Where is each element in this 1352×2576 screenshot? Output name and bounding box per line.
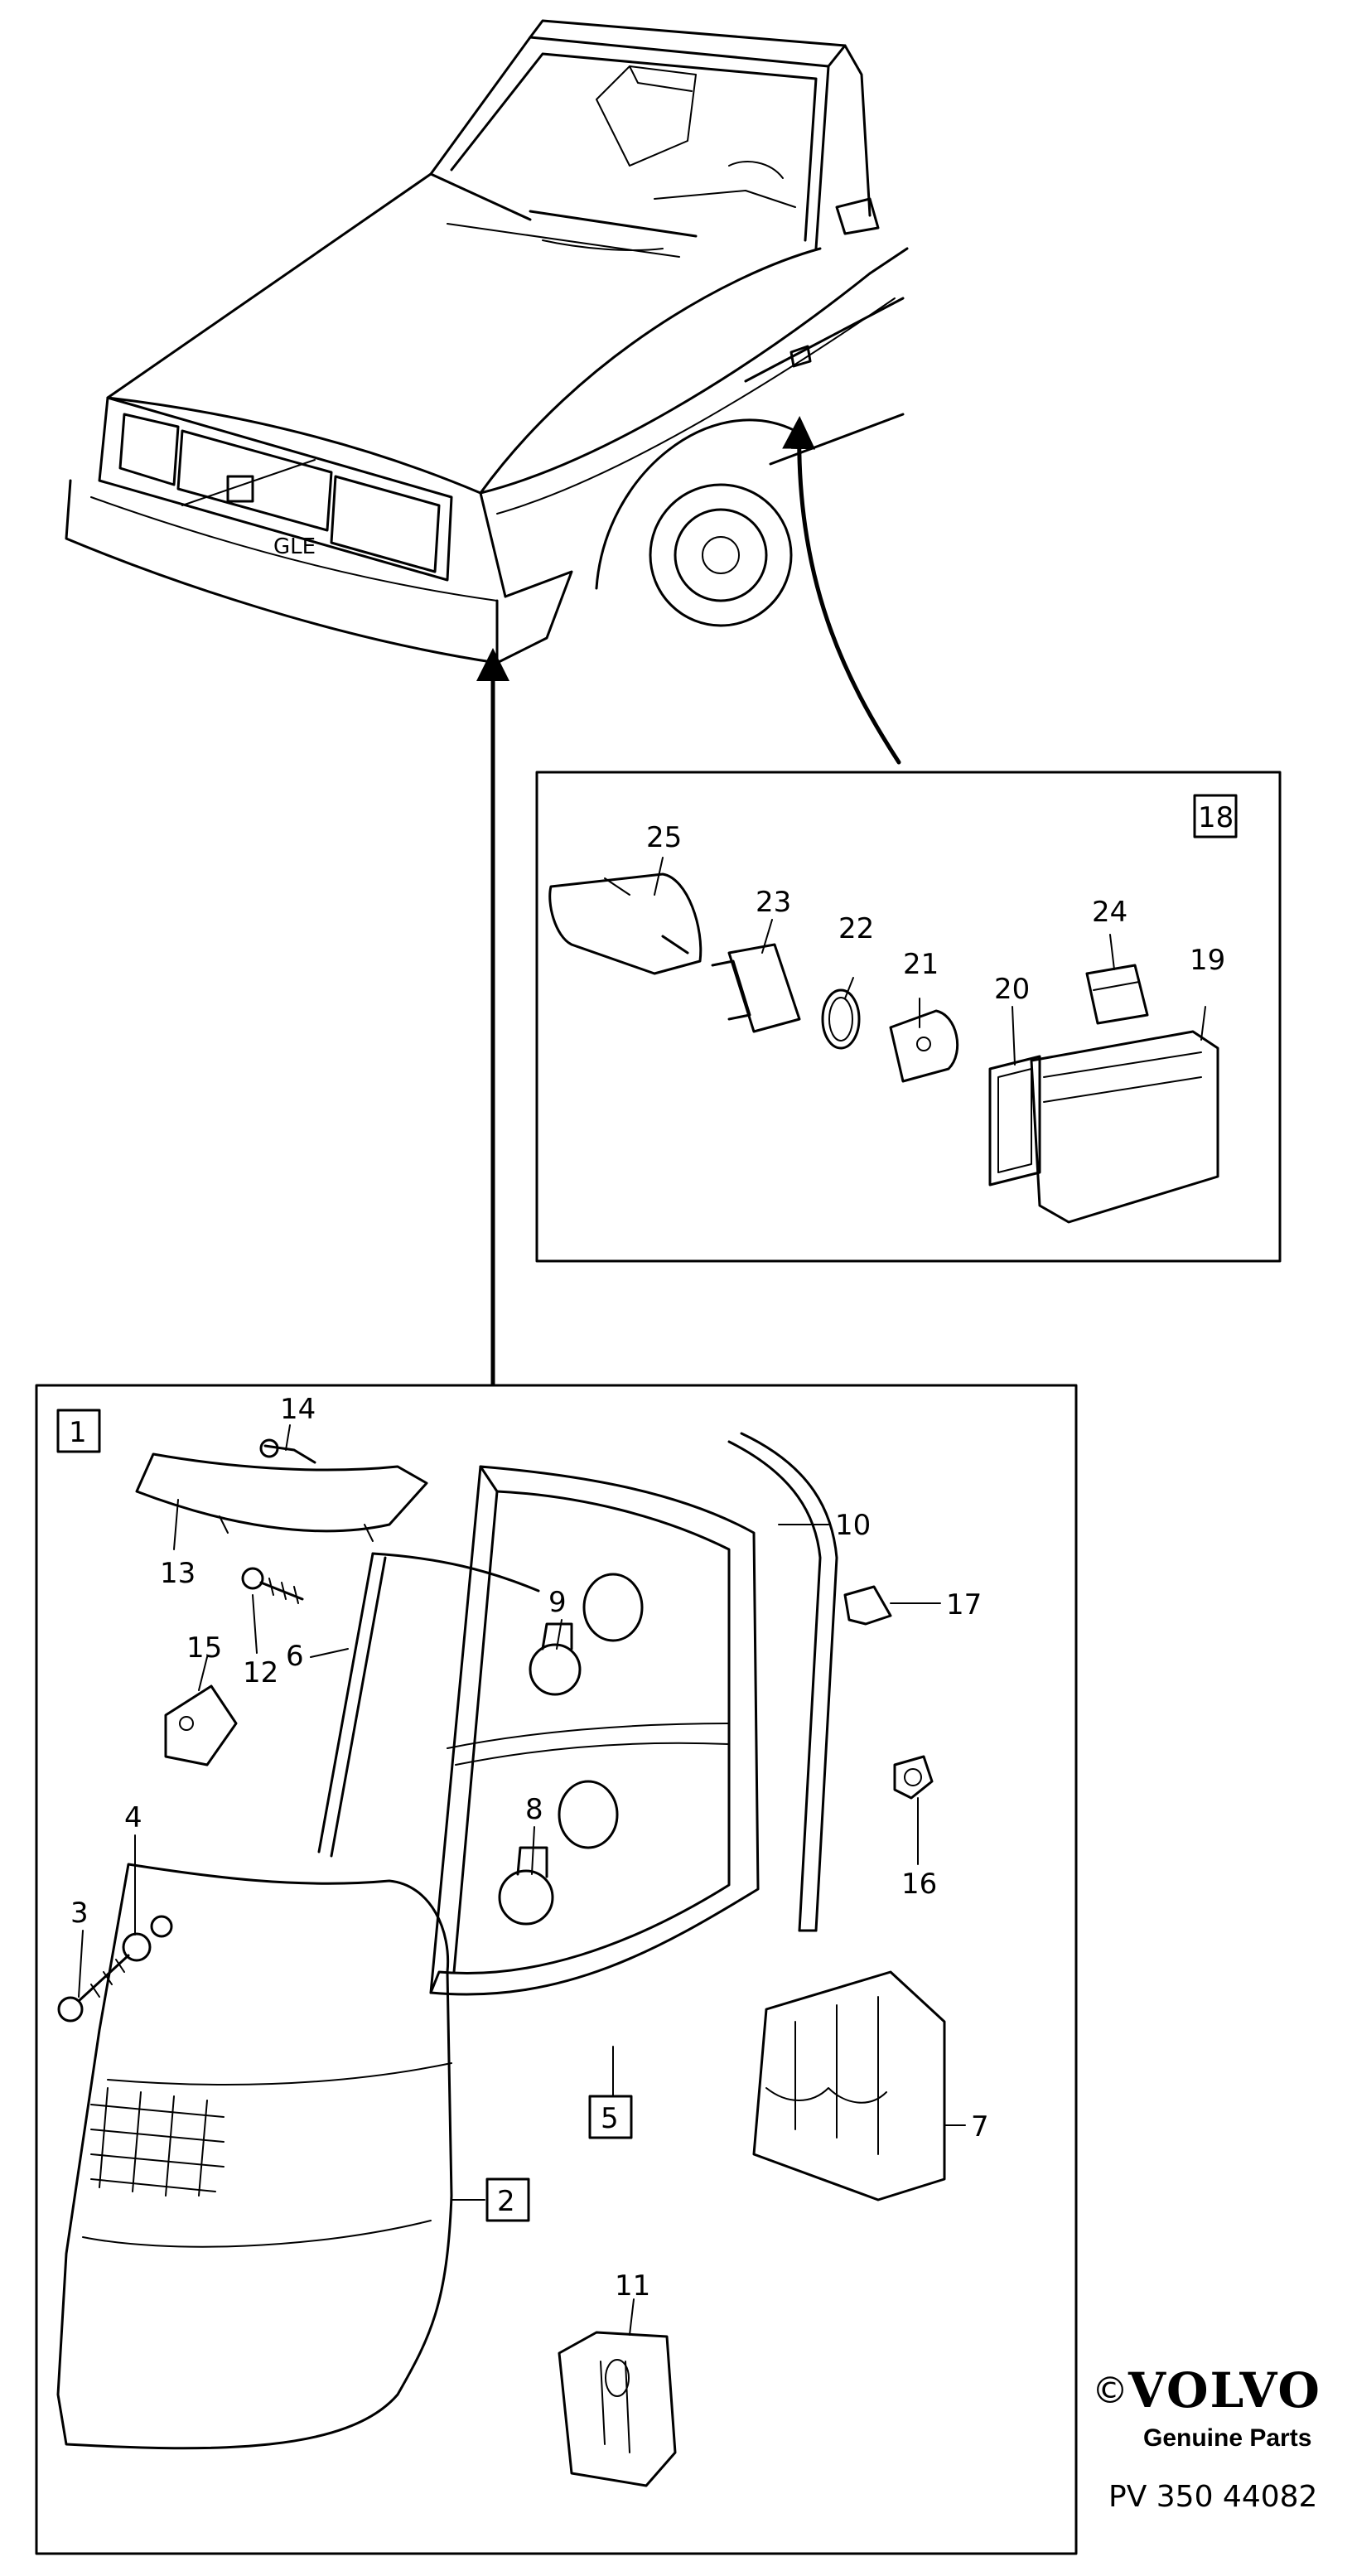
box-number-2: 2 [497, 2185, 515, 2218]
box-label-5 [588, 2095, 633, 2139]
copyright-symbol: © [1092, 2370, 1128, 2412]
callout-16: 16 [901, 1868, 937, 1901]
callout-12: 12 [243, 1656, 278, 1689]
callout-11: 11 [615, 2269, 650, 2303]
callout-23: 23 [756, 886, 791, 919]
pointer-arrows [476, 416, 901, 1386]
side-marker-panel: 18 25 23 22 21 20 [535, 771, 1282, 1263]
callout-8: 8 [525, 1793, 543, 1826]
genuine-parts-label: Genuine Parts [1143, 2424, 1311, 2452]
car-badge: GLE [273, 534, 316, 559]
callout-25: 25 [646, 821, 682, 854]
callout-15: 15 [186, 1631, 222, 1665]
callout-20: 20 [994, 973, 1030, 1006]
car-illustration: GLE [65, 19, 909, 665]
callout-9: 9 [548, 1586, 567, 1619]
box-label-1 [56, 1409, 101, 1453]
callout-17: 17 [946, 1588, 982, 1621]
box-number-18: 18 [1198, 801, 1234, 834]
callout-3: 3 [70, 1897, 89, 1930]
callout-19: 19 [1190, 944, 1225, 977]
box-number-5: 5 [601, 2102, 619, 2135]
callout-14: 14 [280, 1393, 316, 1426]
callout-6: 6 [286, 1640, 304, 1673]
callout-13: 13 [160, 1557, 196, 1590]
tail-lamp-panel: 1 [35, 1384, 1078, 2555]
lens-grid [90, 2087, 225, 2197]
box-number-1: 1 [69, 1416, 87, 1449]
callout-10: 10 [835, 1509, 871, 1542]
box-label-2 [485, 2177, 530, 2222]
branding: © VOLVO Genuine Parts PV 350 44082 [1092, 2362, 1321, 2514]
callout-24: 24 [1092, 896, 1127, 929]
callout-21: 21 [903, 948, 939, 981]
callout-22: 22 [838, 912, 874, 945]
box-label-18 [1193, 794, 1238, 839]
volvo-logo: VOLVO [1127, 2362, 1321, 2419]
callout-7: 7 [971, 2110, 989, 2143]
callout-4: 4 [124, 1801, 142, 1834]
diagram-code: PV 350 44082 [1108, 2480, 1317, 2514]
